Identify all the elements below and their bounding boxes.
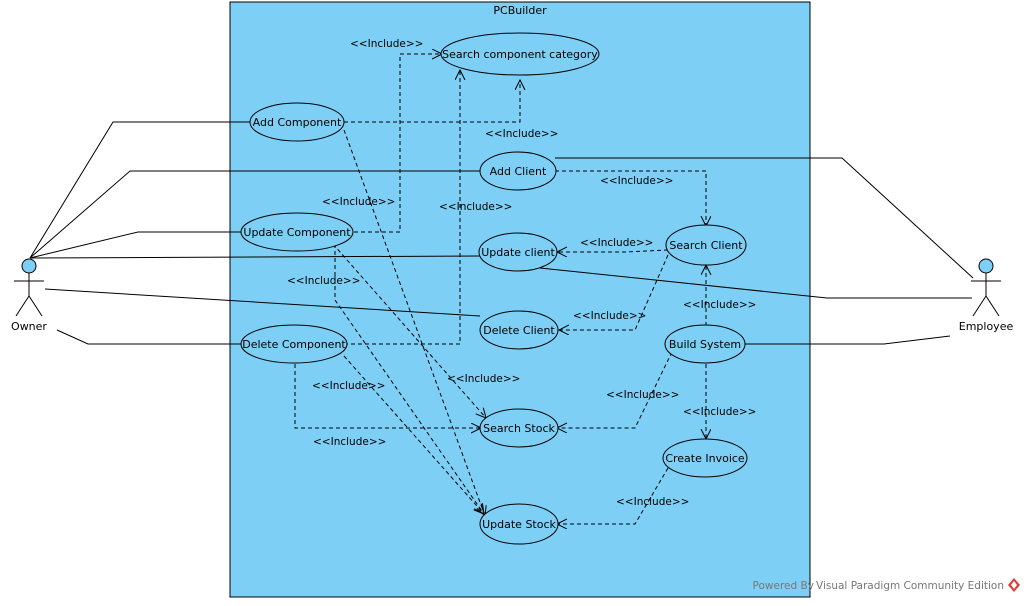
use-case-label: Search Client	[669, 239, 743, 252]
use-case-delete-client[interactable]: Delete Client	[479, 310, 559, 350]
use-case-label: Update Stock	[482, 518, 556, 531]
actor-employee-label: Employee	[959, 320, 1014, 333]
watermark: Powered By Visual Paradigm Community Edi…	[753, 580, 1004, 592]
use-case-label: Delete Component	[242, 338, 346, 351]
include-label: <<Include>>	[447, 373, 520, 385]
include-label: <<Include>>	[600, 175, 673, 187]
use-case-search-client[interactable]: Search Client	[665, 224, 747, 266]
include-label: <<Include>>	[287, 275, 360, 287]
include-add-component-search-category	[344, 80, 520, 123]
assoc-owner-add-client	[29, 170, 480, 259]
actor-employee[interactable]	[971, 258, 1001, 317]
include-delete-component-update-stock	[343, 355, 484, 514]
include-label: <<Include>>	[606, 389, 679, 401]
assoc-owner-delete-component	[56, 329, 242, 345]
assoc-owner-add-component	[29, 121, 250, 259]
include-add-client-search-client	[555, 170, 706, 226]
use-case-label: Delete Client	[483, 324, 555, 337]
use-case-label: Create Invoice	[665, 452, 745, 465]
use-case-add-client[interactable]: Add Client	[479, 151, 557, 191]
assoc-employee-update-client	[539, 267, 972, 299]
include-label: <<Include>>	[350, 38, 423, 50]
use-case-update-stock[interactable]: Update Stock	[479, 503, 559, 545]
use-case-search-stock[interactable]: Search Stock	[479, 408, 559, 448]
include-label: <<Include>>	[313, 436, 386, 448]
include-create-invoice-update-stock	[557, 467, 669, 524]
actor-owner[interactable]	[14, 258, 44, 317]
use-case-label: Search Stock	[483, 422, 555, 435]
use-case-label: Update Component	[243, 226, 351, 239]
include-update-component-update-stock	[334, 244, 484, 514]
use-case-delete-component[interactable]: Delete Component	[240, 324, 348, 364]
assoc-owner-update-component	[29, 231, 242, 259]
include-search-client-update-client	[557, 250, 669, 252]
include-delete-component-search-category	[344, 70, 460, 345]
use-case-update-component[interactable]: Update Component	[240, 212, 354, 252]
use-case-label: Build System	[669, 338, 741, 351]
actor-owner-label: Owner	[11, 320, 47, 333]
vp-logo-icon	[1008, 578, 1020, 592]
include-add-component-update-stock	[343, 129, 485, 516]
assoc-owner-delete-client	[44, 288, 481, 317]
assoc-employee-add-client	[555, 157, 974, 279]
include-label: <<Include>>	[439, 201, 512, 213]
include-label: <<Include>>	[485, 128, 558, 140]
use-case-update-client[interactable]: Update client	[478, 232, 558, 272]
include-delete-component-search-stock	[294, 364, 481, 428]
use-case-label: Search component category	[442, 48, 598, 61]
include-label: <<Include>>	[573, 310, 646, 322]
use-case-add-component[interactable]: Add Component	[249, 102, 345, 142]
use-case-label: Add Component	[253, 116, 342, 129]
actor-owner-head-icon	[21, 258, 37, 274]
use-case-build-system[interactable]: Build System	[664, 324, 746, 364]
use-case-label: Update client	[481, 246, 555, 259]
include-update-component-search-stock	[332, 243, 486, 418]
include-label: <<Include>>	[312, 380, 385, 392]
include-labels: <<Include>> <<Include>> <<Include>> <<In…	[287, 38, 756, 508]
include-relations	[294, 54, 706, 524]
actor-employee-head-icon	[978, 258, 994, 274]
include-label: <<Include>>	[616, 496, 689, 508]
system-title: PCBuilder	[493, 4, 547, 17]
assoc-owner-update-client	[29, 255, 481, 259]
associations	[29, 121, 974, 345]
use-case-create-invoice[interactable]: Create Invoice	[662, 438, 748, 478]
use-case-search-category[interactable]: Search component category	[440, 32, 600, 76]
include-label: <<Include>>	[322, 196, 395, 208]
include-label: <<Include>>	[683, 406, 756, 418]
include-build-system-search-stock	[557, 351, 673, 428]
assoc-employee-build-system	[745, 335, 951, 345]
include-update-component-search-category	[354, 54, 442, 233]
include-label: <<Include>>	[683, 299, 756, 311]
include-label: <<Include>>	[580, 237, 653, 249]
use-case-label: Add Client	[490, 165, 547, 178]
